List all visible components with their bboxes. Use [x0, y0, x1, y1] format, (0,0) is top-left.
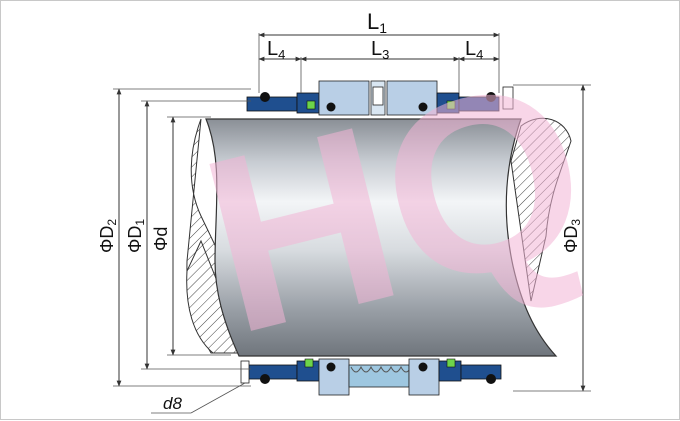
- seal-top-assembly: [246, 80, 514, 116]
- label-d8: d8: [163, 394, 182, 413]
- dimension-lines: [113, 32, 591, 414]
- label-D2: ΦD2: [97, 219, 119, 253]
- shaft: [205, 118, 558, 357]
- housing-left-upper: [186, 239, 240, 354]
- label-L4-left: L4: [267, 38, 285, 62]
- label-L1: L1: [367, 9, 387, 36]
- watermark-logo: HQ: [180, 25, 611, 386]
- seal-bottom-assembly: [240, 358, 502, 396]
- housing-right-section: [510, 117, 572, 302]
- label-L3: L3: [371, 38, 389, 62]
- label-d: Φd: [151, 227, 171, 251]
- label-L4-right: L4: [465, 38, 483, 62]
- label-D1: ΦD1: [125, 219, 147, 253]
- label-D3: ΦD3: [561, 219, 583, 253]
